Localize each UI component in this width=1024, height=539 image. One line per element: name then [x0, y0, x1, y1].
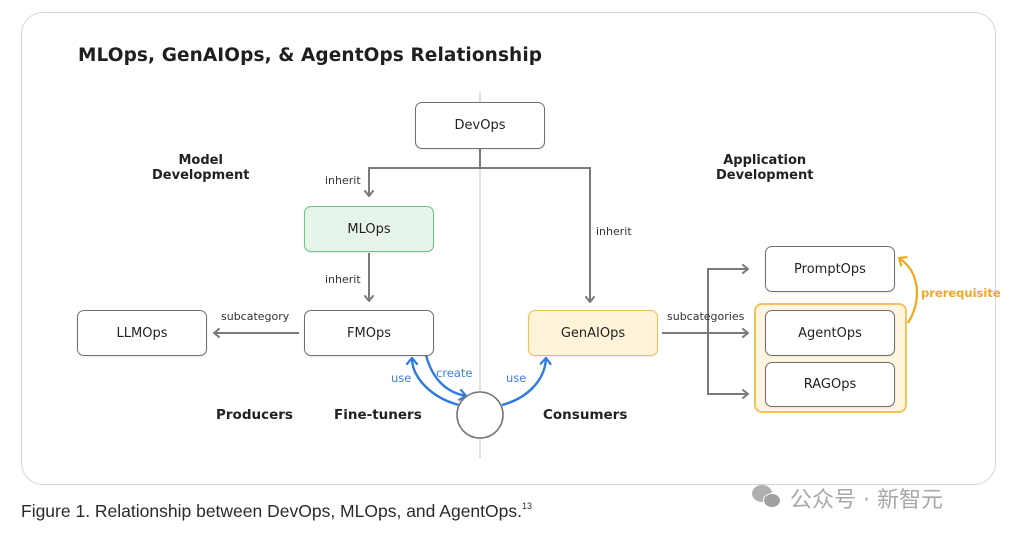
node-label: DevOps	[454, 118, 506, 133]
diagram-title: MLOps, GenAIOps, & AgentOps Relationship	[78, 45, 543, 66]
node-label: GenAIOps	[560, 325, 626, 341]
watermark: 公众号 · 新智元	[752, 482, 943, 514]
watermark-text: 公众号 · 新智元	[790, 488, 943, 513]
node-label: RAGOps	[803, 377, 857, 392]
node-devops[interactable]: DevOps	[415, 102, 545, 149]
role-label-fine-tuners: Fine-tuners	[334, 407, 422, 423]
edge-label-subcategories: subcategories	[667, 310, 745, 323]
caption-text: Figure 1. Relationship between DevOps, M…	[21, 501, 522, 521]
node-llmops[interactable]: LLMOps	[77, 310, 207, 356]
section-label-model-development: Model Development	[152, 153, 249, 183]
section-label-text: Model Development	[152, 153, 250, 183]
edge-label-inherit-genaiops: inherit	[596, 225, 632, 238]
edge-label-create: create	[436, 366, 473, 380]
edge-label-inherit-fmops: inherit	[325, 273, 361, 286]
node-ragops[interactable]: RAGOps	[765, 362, 895, 407]
figure-caption: Figure 1. Relationship between DevOps, M…	[21, 501, 532, 522]
node-fmops[interactable]: FMOps	[304, 310, 434, 356]
role-label-producers: Producers	[216, 407, 293, 423]
node-label: FMOps	[347, 325, 391, 341]
section-label-text: Application Development	[716, 153, 814, 183]
node-agentops[interactable]: AgentOps	[765, 310, 895, 356]
node-mlops[interactable]: MLOps	[304, 206, 434, 252]
edge-label-inherit-mlops: inherit	[325, 174, 361, 187]
wechat-icon	[752, 485, 782, 511]
role-label-consumers: Consumers	[543, 407, 628, 423]
caption-footnote: 13	[521, 501, 532, 511]
edge-label-use-left: use	[391, 371, 412, 385]
edge-label-use-right: use	[506, 371, 527, 385]
edge-label-prerequisite: prerequisite	[921, 286, 1001, 300]
section-label-application-development: Application Development	[716, 153, 813, 183]
node-label: PromptOps	[794, 261, 866, 277]
node-label: MLOps	[347, 221, 391, 237]
node-genaiops[interactable]: GenAIOps	[528, 310, 658, 356]
node-label: AgentOps	[798, 325, 862, 341]
edge-label-subcategory: subcategory	[221, 310, 290, 323]
node-label: LLMOps	[116, 325, 168, 341]
node-promptops[interactable]: PromptOps	[765, 246, 895, 292]
